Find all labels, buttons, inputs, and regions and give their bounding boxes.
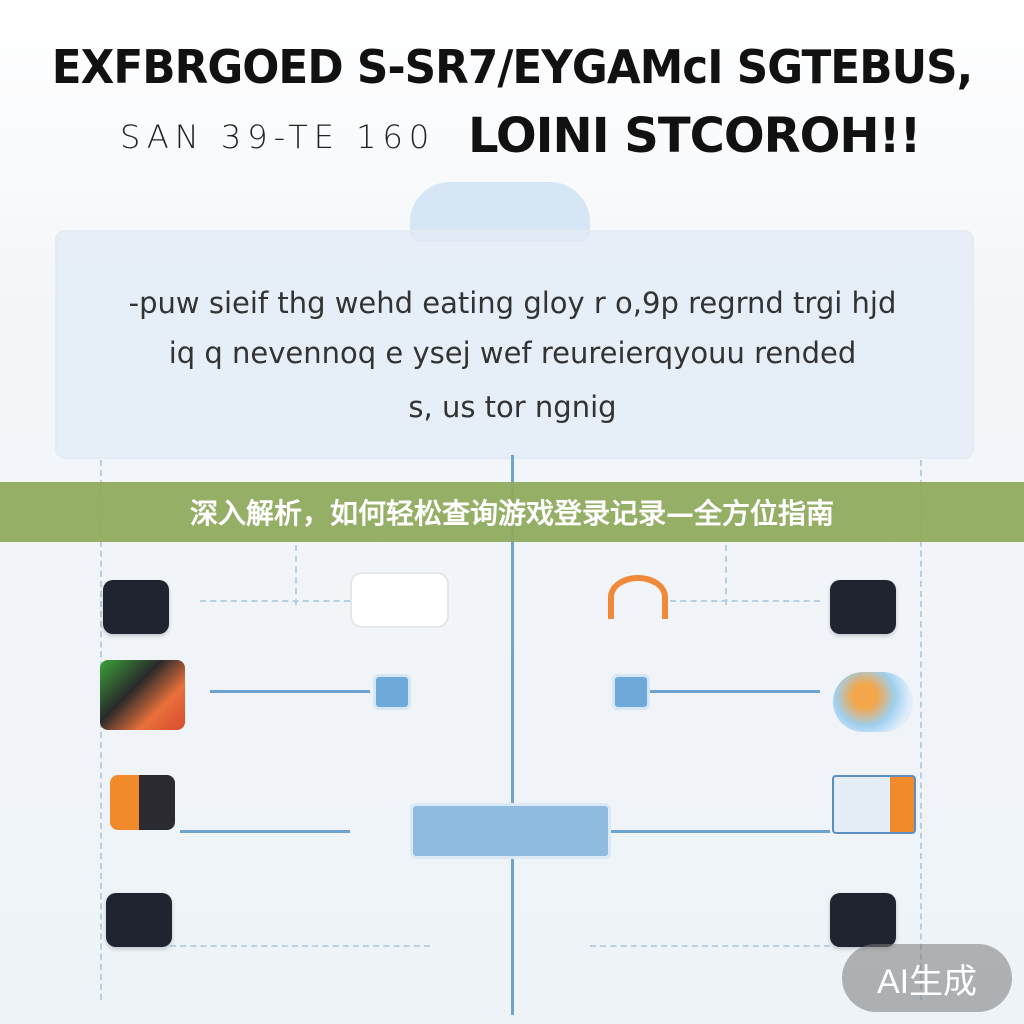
panel-line-2: iq q nevennoq e ysej wef reureierqyouu r… bbox=[168, 336, 857, 370]
connector-line bbox=[210, 690, 370, 693]
title-banner: 深入解析，如何轻松查询游戏登录记录—全方位指南 bbox=[0, 482, 1024, 542]
app-window-icon bbox=[103, 580, 169, 634]
title-line-1: EXFBRGOED S-SR7/EYGAMcI SGTEBUS, bbox=[51, 40, 974, 94]
database-node-icon bbox=[612, 674, 650, 710]
subtitle-thin: SAN 39-TE 160 bbox=[120, 118, 436, 156]
text-panel bbox=[55, 230, 974, 459]
connector-line bbox=[200, 600, 350, 602]
connector-line bbox=[590, 945, 830, 947]
orange-box-icon bbox=[110, 775, 175, 830]
device-node-icon bbox=[350, 572, 449, 628]
gauge-icon bbox=[608, 575, 668, 619]
connector-line bbox=[725, 545, 727, 605]
connector-line bbox=[180, 830, 350, 833]
app-window-icon bbox=[830, 580, 896, 634]
right-dashed-line bbox=[920, 460, 922, 1000]
chart-card-icon bbox=[832, 775, 916, 834]
center-trunk-line bbox=[511, 455, 514, 1015]
app-window-icon bbox=[830, 893, 896, 947]
bird-icon bbox=[833, 672, 913, 732]
ai-generated-badge: AI生成 bbox=[842, 944, 1012, 1012]
connector-line bbox=[670, 600, 820, 602]
subtitle-bold: LOINI STCOROH!! bbox=[468, 108, 921, 164]
game-art-icon bbox=[100, 660, 185, 730]
connector-line bbox=[295, 545, 297, 605]
panel-line-1: -puw sieif thg wehd eating gloy r o,9p r… bbox=[128, 286, 897, 320]
panel-line-3: s, us tor ngnig bbox=[408, 390, 617, 424]
central-server-node-icon bbox=[410, 803, 611, 859]
connector-line bbox=[170, 945, 430, 947]
connector-line bbox=[605, 830, 830, 833]
app-window-icon bbox=[106, 893, 172, 947]
left-dashed-line bbox=[100, 460, 102, 1000]
database-node-icon bbox=[373, 674, 411, 710]
connector-line bbox=[650, 690, 820, 693]
